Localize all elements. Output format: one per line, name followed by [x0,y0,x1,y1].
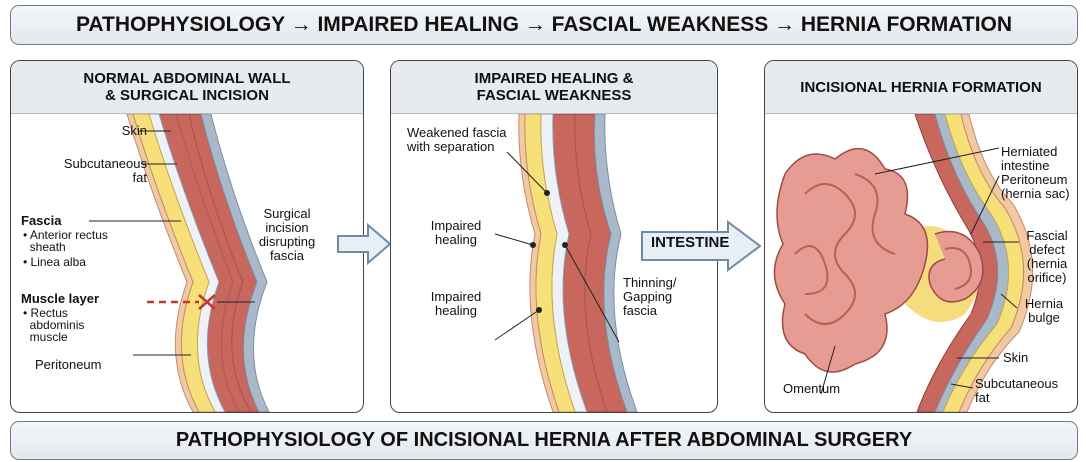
label-impaired-healing-1: Impairedhealing [421,219,491,247]
intestine-label: INTESTINE [651,234,729,251]
bottom-banner: PATHOPHYSIOLOGY OF INCISIONAL HERNIA AFT… [10,421,1078,460]
arrow-right-icon [336,222,392,266]
label-muscle-layer: Muscle layer [21,292,99,306]
label-subcutaneous-fat: Subcutaneousfat [21,157,147,185]
panel-normal: NORMAL ABDOMINAL WALL& SURGICAL INCISION… [10,60,364,413]
label-omentum: Omentum [783,382,840,396]
label-herniated-intestine: Herniatedintestine [1001,145,1057,173]
label-skin: Skin [67,124,147,138]
intestine-loops [774,149,927,372]
label-surgical-incision: Surgicalincisiondisruptingfascia [257,207,317,263]
label-linea-alba: • Linea alba [23,256,86,268]
panel-hernia: INCISIONAL HERNIA FORMATION Herniatedint… [764,60,1078,413]
label-fascia-sheath: • Anterior rectus sheath [23,229,108,253]
label-peritoneum-sac: Peritoneum(hernia sac) [1001,173,1070,201]
label-weakened-fascia: Weakened fasciawith separation [407,126,507,154]
label-hernia-bulge: Herniabulge [1019,297,1069,325]
label-thinning-fascia: Thinning/Gappingfascia [623,276,676,318]
top-banner: PATHOPHYSIOLOGY → IMPAIRED HEALING → FAS… [10,5,1078,45]
label-rectus-abdominis: • Rectus abdominis muscle [23,307,84,343]
diagram-title: PATHOPHYSIOLOGY → IMPAIRED HEALING → FAS… [76,13,1012,37]
label-impaired-healing-2: Impairedhealing [421,290,491,318]
panel-impaired-title: IMPAIRED HEALING &FASCIAL WEAKNESS [391,61,717,114]
diagram-caption: PATHOPHYSIOLOGY OF INCISIONAL HERNIA AFT… [176,429,912,452]
label-fascia: Fascia [21,214,61,228]
label-subcutaneous-fat-hernia: Subcutaneousfat [975,377,1058,405]
panel-hernia-title: INCISIONAL HERNIA FORMATION [765,61,1077,114]
label-peritoneum: Peritoneum [35,358,101,372]
label-skin-hernia: Skin [1003,351,1028,365]
panel-normal-title: NORMAL ABDOMINAL WALL& SURGICAL INCISION [11,61,363,114]
label-fascial-defect: Fascialdefect(herniaorifice) [1021,229,1073,285]
